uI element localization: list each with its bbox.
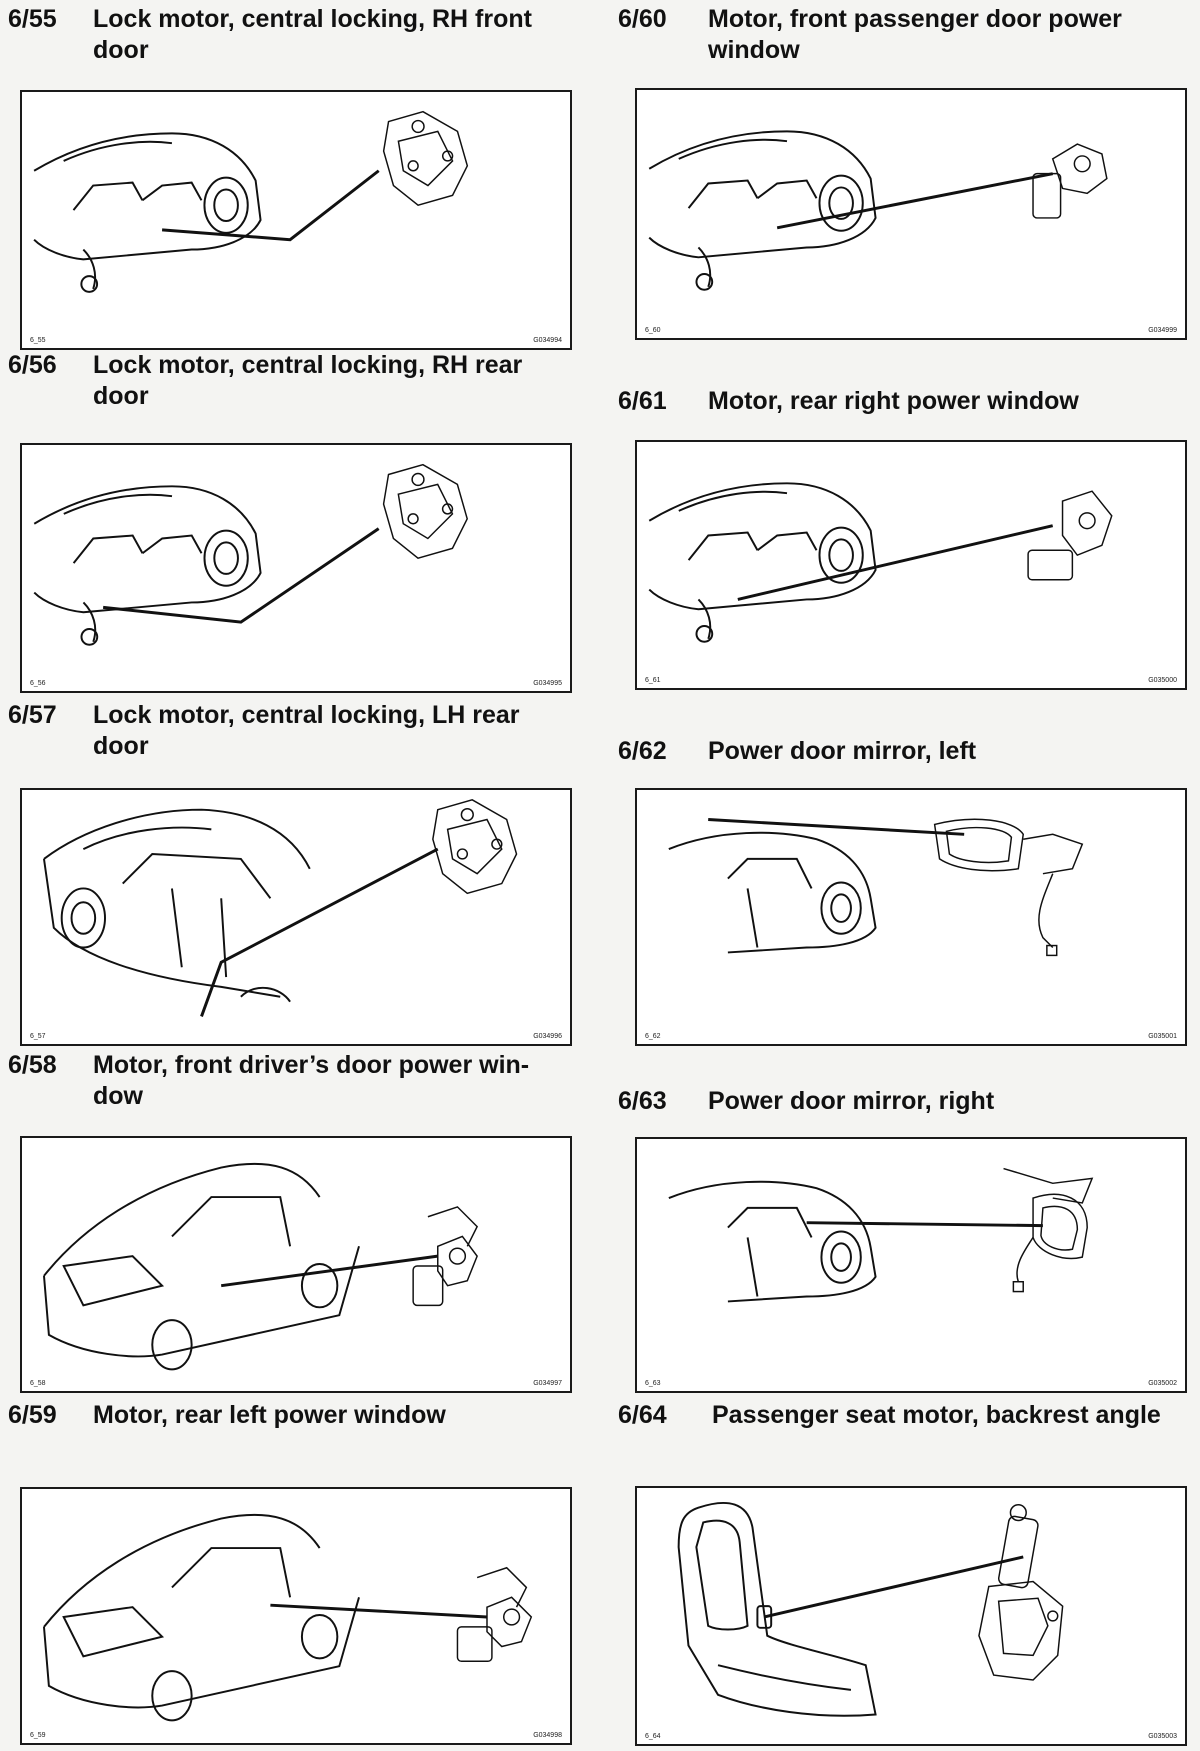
entry-number: 6/55	[8, 5, 57, 33]
entry-6-64: 6/64 Passenger seat motor, backrest angl…	[615, 1400, 1200, 1751]
entry-title: Motor, rear right power window	[708, 387, 1079, 415]
figure: 6_55 G034994	[20, 90, 572, 350]
figure-id: 6_61	[645, 677, 661, 684]
entry-title: Lock motor, central locking, RH front do…	[93, 5, 532, 64]
figure-id: 6_58	[30, 1380, 46, 1387]
entry-title: Lock motor, central locking, LH rear doo…	[93, 701, 520, 760]
entry-title: Lock motor, central locking, RH rear doo…	[93, 351, 523, 410]
figure: 6_58 G034997	[20, 1136, 572, 1393]
lock-motor-part	[382, 110, 469, 207]
car-mirror-illustration	[668, 818, 1084, 957]
entry-number: 6/62	[618, 737, 667, 765]
entry-number: 6/57	[8, 701, 57, 729]
figure-code: G034999	[1148, 327, 1177, 334]
entry-title: Power door mirror, right	[708, 1087, 995, 1115]
figure-code: G034997	[533, 1380, 562, 1387]
figure-id: 6_59	[30, 1732, 46, 1739]
figure-id: 6_55	[30, 337, 46, 344]
lock-motor-part	[432, 799, 518, 895]
entry-6-62: 6/62 Power door mirror, left 6_62 G03500…	[615, 700, 1200, 1050]
figure-code: G034994	[533, 337, 562, 344]
figure-code: G035001	[1148, 1033, 1177, 1040]
window-motor-part	[1032, 143, 1108, 219]
figure-id: 6_60	[645, 327, 661, 334]
entry-6-55: 6/55 Lock motor, central locking, RH fro…	[0, 0, 590, 350]
entry-6-59: 6/59 Motor, rear left power window 6_59 …	[0, 1400, 590, 1751]
figure-code: G034995	[533, 680, 562, 687]
car-side-illustration	[33, 110, 469, 293]
figure: 6_64 G035003	[635, 1486, 1187, 1746]
entry-6-60: 6/60 Motor, front passenger door power w…	[615, 0, 1200, 345]
car-mirror-illustration	[668, 1167, 1094, 1303]
figure-id: 6_57	[30, 1033, 46, 1040]
figure-id: 6_64	[645, 1733, 661, 1740]
entry-number: 6/56	[8, 351, 57, 379]
window-motor-part	[1027, 490, 1113, 581]
figure-id: 6_63	[645, 1380, 661, 1387]
figure: 6_63 G035002	[635, 1137, 1187, 1393]
mirror-part	[1003, 1167, 1094, 1293]
figure-code: G035000	[1148, 677, 1177, 684]
entry-6-58: 6/58 Motor, front driver’s door power wi…	[0, 1050, 590, 1395]
car-front-3quarter-illustration	[43, 1162, 479, 1371]
figure-code: G035003	[1148, 1733, 1177, 1740]
car-side-illustration	[648, 130, 1108, 291]
entry-number: 6/58	[8, 1051, 57, 1079]
figure: 6_59 G034998	[20, 1487, 572, 1745]
figure: 6_56 G034995	[20, 443, 572, 693]
figure: 6_57 G034996	[20, 788, 572, 1046]
car-3quarter-illustration	[42, 799, 518, 1017]
car-side-illustration	[33, 463, 469, 646]
car-front-3quarter-illustration	[42, 1513, 533, 1722]
figure-code: G034998	[533, 1732, 562, 1739]
seat-illustration	[677, 1501, 1064, 1717]
entry-title: Power door mirror, left	[708, 737, 977, 765]
figure-id: 6_62	[645, 1033, 661, 1040]
entry-number: 6/59	[8, 1401, 57, 1429]
entry-title: Motor, rear left power window	[93, 1401, 446, 1429]
figure: 6_60 G034999	[635, 88, 1187, 340]
entry-number: 6/61	[618, 387, 667, 415]
window-motor-part	[456, 1566, 533, 1663]
car-side-illustration	[648, 482, 1113, 643]
window-motor-part	[412, 1206, 479, 1307]
figure-code: G034996	[533, 1033, 562, 1040]
entry-title: Passenger seat motor, backrest angle	[712, 1401, 1161, 1429]
entry-title: Motor, front driver’s door power win- do…	[93, 1051, 530, 1110]
figure: 6_61 G035000	[635, 440, 1187, 690]
figure-code: G035002	[1148, 1380, 1177, 1387]
lock-motor-part	[382, 463, 469, 559]
entry-6-63: 6/63 Power door mirror, right 6_63 G0350…	[615, 1050, 1200, 1395]
entry-6-56: 6/56 Lock motor, central locking, RH rea…	[0, 350, 590, 695]
entry-number: 6/64	[618, 1401, 667, 1429]
figure: 6_62 G035001	[635, 788, 1187, 1046]
mirror-part	[933, 818, 1084, 957]
entry-number: 6/60	[618, 5, 667, 33]
seat-motor-part	[978, 1504, 1064, 1681]
entry-number: 6/63	[618, 1087, 667, 1115]
figure-id: 6_56	[30, 680, 46, 687]
entry-6-57: 6/57 Lock motor, central locking, LH rea…	[0, 700, 590, 1050]
entry-title: Motor, front passenger door power window	[708, 5, 1122, 64]
entry-6-61: 6/61 Motor, rear right power window 6_61…	[615, 350, 1200, 695]
